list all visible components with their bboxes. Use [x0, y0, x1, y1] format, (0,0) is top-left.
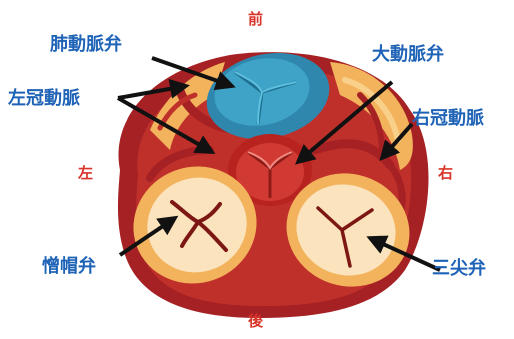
label-tricuspid-valve: 三尖弁 — [432, 260, 486, 278]
label-left-coronary-artery: 左冠動脈 — [8, 90, 80, 108]
direction-left: 左 — [78, 166, 93, 181]
label-mitral-valve: 憎帽弁 — [42, 258, 96, 276]
direction-back: 後 — [248, 314, 263, 329]
label-pulmonary-valve: 肺動脈弁 — [50, 36, 122, 54]
direction-front: 前 — [248, 12, 263, 27]
label-right-coronary-artery: 右冠動脈 — [412, 110, 484, 128]
label-aortic-valve: 大動脈弁 — [372, 46, 444, 64]
direction-right: 右 — [438, 166, 453, 181]
